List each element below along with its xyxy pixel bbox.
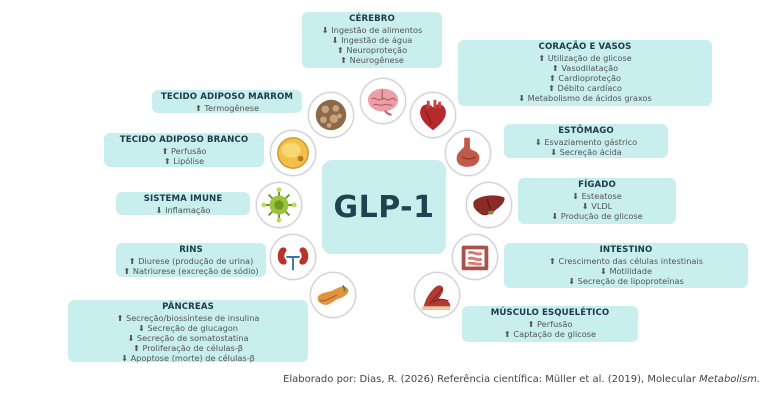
pancreas-effect: ⬇ Secreção de somatostatina bbox=[127, 333, 249, 343]
immune-title: SISTEMA IMUNE bbox=[143, 194, 223, 204]
brain-effect: ⬇ Ingestão de água bbox=[331, 35, 413, 45]
kidneys-box: RINS ⬆ Diurese (produção de urina) ⬆ Nat… bbox=[116, 243, 266, 277]
liver-effect: ⬇ Produção de glicose bbox=[551, 211, 643, 221]
white-adipocyte-icon bbox=[270, 130, 316, 176]
immune-system-box: SISTEMA IMUNE ⬇ Inflamação bbox=[116, 192, 250, 215]
brown-adipose-effect: ⬆ Termogênese bbox=[194, 103, 260, 113]
brain-title: CÉREBRO bbox=[349, 14, 395, 24]
intestine-effect: ⬆ Crescimento das células intestinais bbox=[549, 256, 703, 266]
stomach-effect: ⬇ Esvaziamento gástrico bbox=[534, 137, 638, 147]
stomach-box: ESTÔMAGO ⬇ Esvaziamento gástrico ⬇ Secre… bbox=[504, 124, 668, 158]
skeletal-muscle-box: MÚSCULO ESQUELÉTICO ⬆ Perfusão ⬆ Captaçã… bbox=[462, 306, 638, 342]
heart-effect: ⬆ Débito cardíaco bbox=[548, 83, 622, 93]
brain-icon bbox=[360, 78, 406, 124]
brain-effect: ⬇ Ingestão de alimentos bbox=[321, 25, 423, 35]
glp1-label: GLP-1 bbox=[333, 189, 435, 225]
heart-icon bbox=[410, 92, 456, 138]
kidneys-title: RINS bbox=[179, 245, 203, 255]
pancreas-effect: ⬆ Proliferação de células-β bbox=[132, 343, 243, 353]
white-adipose-effect: ⬆ Lipólise bbox=[163, 156, 205, 166]
intestine-effect: ⬇ Motilidade bbox=[599, 266, 653, 276]
heart-title: CORAÇÃO E VASOS bbox=[538, 42, 632, 52]
immune-effect: ⬇ Inflamação bbox=[155, 205, 211, 215]
white-adipose-effect: ⬆ Perfusão bbox=[161, 146, 207, 156]
immune-cell-icon bbox=[256, 182, 302, 228]
heart-effect: ⬆ Vasodilatação bbox=[551, 63, 619, 73]
intestine-box: INTESTINO ⬆ Crescimento das células inte… bbox=[504, 243, 748, 288]
glp1-center-box: GLP-1 bbox=[322, 160, 446, 254]
liver-icon bbox=[466, 182, 512, 228]
stomach-icon bbox=[445, 130, 491, 176]
intestine-effect: ⬇ Secreção de lipoproteínas bbox=[568, 276, 684, 286]
heart-effect: ⬆ Utilização de glicose bbox=[538, 53, 632, 63]
muscle-icon bbox=[414, 272, 460, 318]
liver-effect: ⬇ Esteatose bbox=[572, 191, 622, 201]
intestine-icon bbox=[452, 234, 498, 280]
pancreas-effect: ⬇ Apoptose (morte) de células-β bbox=[121, 353, 255, 363]
white-adipose-title: TECIDO ADIPOSO BRANCO bbox=[119, 135, 249, 145]
stomach-effect: ⬇ Secreção ácida bbox=[550, 147, 622, 157]
intestine-title: INTESTINO bbox=[599, 245, 653, 255]
muscle-title: MÚSCULO ESQUELÉTICO bbox=[490, 308, 610, 318]
brain-effect: ⬆ Neurogênese bbox=[340, 55, 404, 65]
brain-box: CÉREBRO ⬇ Ingestão de alimentos ⬇ Ingest… bbox=[302, 12, 442, 68]
white-adipose-box: TECIDO ADIPOSO BRANCO ⬆ Perfusão ⬆ Lipól… bbox=[104, 133, 264, 167]
pancreas-effect: ⬇ Secreção de glucagon bbox=[138, 323, 238, 333]
brown-adipose-title: TECIDO ADIPOSO MARROM bbox=[160, 92, 294, 102]
heart-effect: ⬆ Cardioproteção bbox=[548, 73, 622, 83]
pancreas-effect: ⬆ Secreção/biossíntese de insulina bbox=[116, 313, 260, 323]
journal-name: Metabolism. bbox=[699, 374, 761, 385]
pancreas-icon bbox=[310, 272, 356, 318]
brown-adipose-box: TECIDO ADIPOSO MARROM ⬆ Termogênese bbox=[152, 90, 302, 113]
muscle-effect: ⬆ Perfusão bbox=[527, 319, 573, 329]
citation-text: Elaborado por: Dias, R. (2026) Referênci… bbox=[283, 374, 700, 385]
kidneys-effect: ⬆ Natriurese (excreção de sódio) bbox=[123, 266, 259, 276]
kidneys-icon bbox=[270, 234, 316, 280]
heart-vessels-box: CORAÇÃO E VASOS ⬆ Utilização de glicose … bbox=[458, 40, 712, 106]
kidneys-effect: ⬆ Diurese (produção de urina) bbox=[128, 256, 254, 266]
muscle-effect: ⬆ Captação de glicose bbox=[503, 329, 597, 339]
liver-effect: ⬇ VLDL bbox=[581, 201, 613, 211]
brown-adipose-icon bbox=[308, 92, 354, 138]
pancreas-box: PÂNCREAS ⬆ Secreção/biossíntese de insul… bbox=[68, 300, 308, 363]
pancreas-title: PÂNCREAS bbox=[162, 302, 214, 312]
citation-footer: Elaborado por: Dias, R. (2026) Referênci… bbox=[283, 374, 760, 385]
liver-box: FÍGADO ⬇ Esteatose ⬇ VLDL ⬇ Produção de … bbox=[518, 178, 676, 224]
brain-effect: ⬆ Neuroproteção bbox=[336, 45, 408, 55]
liver-title: FÍGADO bbox=[578, 180, 616, 190]
heart-effect: ⬇ Metabolismo de ácidos graxos bbox=[518, 93, 652, 103]
stomach-title: ESTÔMAGO bbox=[558, 126, 614, 136]
